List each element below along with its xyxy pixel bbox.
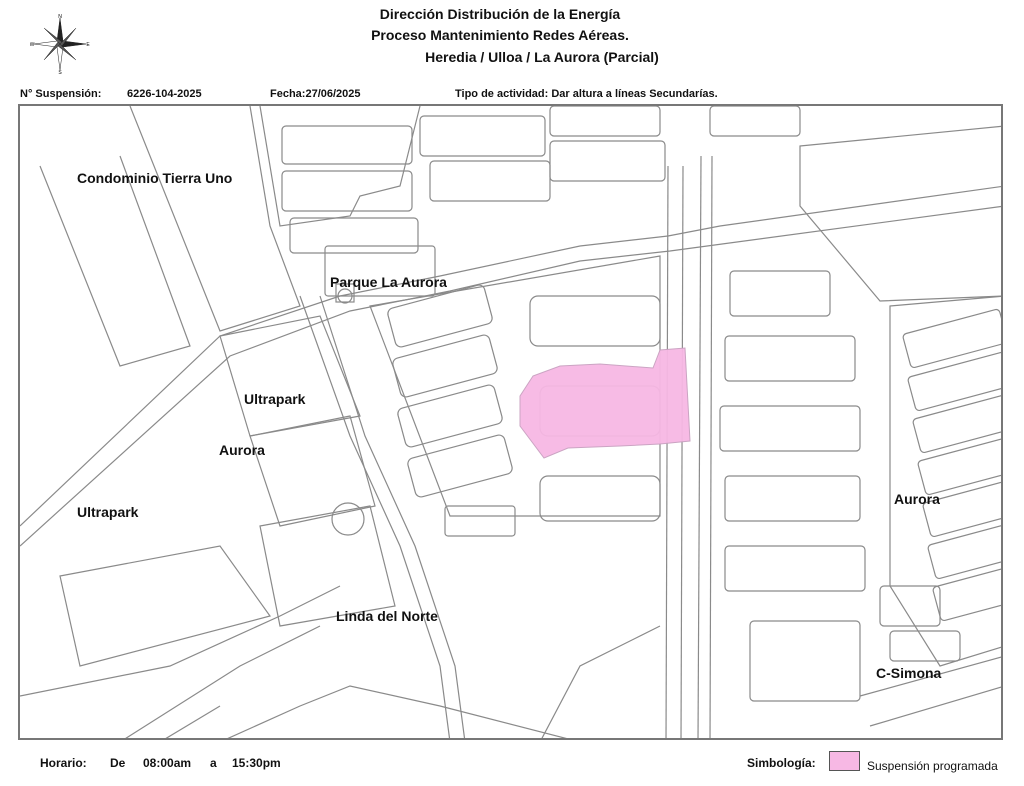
activity-type: Tipo de actividad: Dar altura a líneas S…: [455, 88, 718, 100]
date: Fecha:27/06/2025: [270, 88, 361, 100]
header-line-2: Proceso Mantenimiento Redes Aéreas.: [371, 27, 629, 43]
header-line-1: Dirección Distribución de la Energía: [379, 6, 621, 22]
label-ultrapark-1: Ultrapark: [244, 391, 306, 407]
schedule-end: 15:30pm: [232, 756, 281, 770]
suspension-label: N° Suspensión:: [20, 88, 102, 100]
schedule-start: 08:00am: [143, 756, 192, 770]
schedule-label: Horario:: [40, 756, 87, 770]
schedule-to: a: [210, 756, 217, 770]
map-frame: Condominio Tierra Uno Parque La Aurora U…: [18, 104, 1003, 740]
label-aurora-1: Aurora: [219, 442, 265, 458]
label-ultrapark-2: Ultrapark: [77, 504, 139, 520]
compass-e: E: [86, 42, 90, 48]
suspension-area: [519, 347, 691, 459]
legend-label: Suspensión programada: [867, 759, 998, 773]
label-parque: Parque La Aurora: [330, 274, 447, 290]
legend-title: Simbología:: [747, 756, 816, 770]
label-c-simona: C-Simona: [876, 665, 942, 681]
header-line-3: Heredia / Ulloa / La Aurora (Parcial): [425, 49, 659, 65]
label-linda-del-norte: Linda del Norte: [336, 608, 438, 624]
compass-s: S: [58, 70, 62, 74]
label-condominio: Condominio Tierra Uno: [77, 170, 233, 186]
street-map: [20, 106, 1001, 738]
schedule-from: De: [110, 756, 126, 770]
compass-rose-icon: N S E W: [30, 14, 91, 79]
suspension-number: 6226-104-2025: [127, 88, 202, 100]
label-aurora-2: Aurora: [894, 491, 940, 507]
legend-swatch: [829, 751, 860, 771]
compass-n: N: [58, 14, 62, 20]
compass-w: W: [30, 42, 35, 48]
